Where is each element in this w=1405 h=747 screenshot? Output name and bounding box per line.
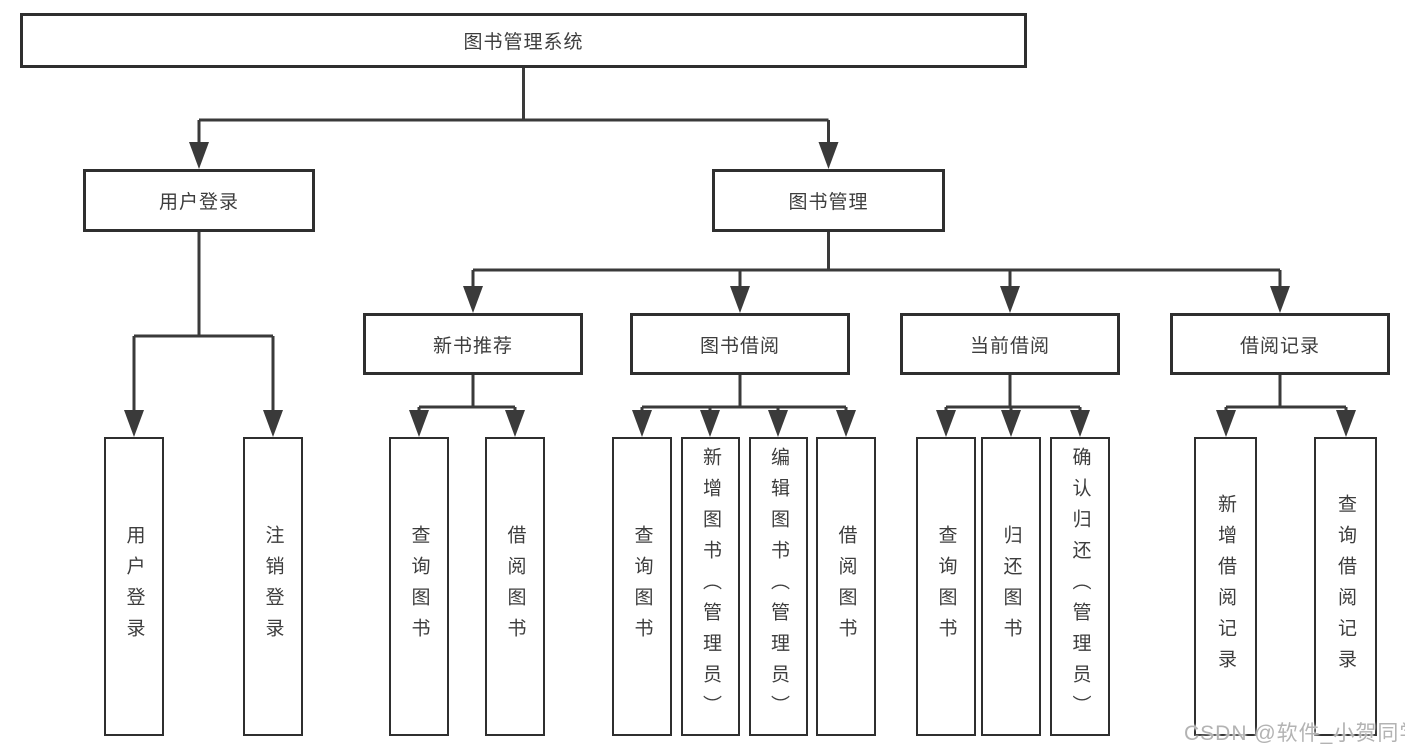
leaf-label: 新增图书（管理员）: [700, 447, 721, 726]
node-book-management: 图书管理: [712, 169, 945, 232]
leaf-logout: 注销登录: [243, 437, 303, 736]
connector-paths: [132, 68, 1348, 416]
leaf-edit-book-admin: 编辑图书（管理员）: [749, 437, 808, 736]
arrowhead-icon: [409, 410, 429, 437]
connector-book-management-to-children: [471, 232, 1282, 292]
arrowhead-icon: [1336, 410, 1356, 437]
arrowheads: [124, 142, 1356, 437]
arrowhead-icon: [124, 410, 144, 437]
node-current-borrow: 当前借阅: [900, 313, 1120, 375]
arrowhead-icon: [1001, 410, 1021, 437]
leaf-query-books-1: 查询图书: [389, 437, 449, 736]
leaf-add-book-admin: 新增图书（管理员）: [681, 437, 740, 736]
connector-book-borrow-to-children: [640, 375, 848, 416]
leaf-label: 借阅图书: [504, 524, 526, 649]
node-book-borrow: 图书借阅: [630, 313, 850, 375]
arrowhead-icon: [263, 410, 283, 437]
leaf-user-login: 用户登录: [104, 437, 164, 736]
leaf-label: 编辑图书（管理员）: [768, 447, 789, 726]
arrowhead-icon: [768, 410, 788, 437]
node-borrow-records: 借阅记录: [1170, 313, 1390, 375]
arrowhead-icon: [1000, 286, 1020, 313]
leaf-confirm-return-admin: 确认归还（管理员）: [1050, 437, 1110, 736]
leaf-label: 用户登录: [123, 524, 145, 649]
arrowhead-icon: [632, 410, 652, 437]
node-user-login: 用户登录: [83, 169, 315, 232]
leaf-label: 查询图书: [935, 524, 957, 649]
leaf-label: 新增借阅记录: [1215, 493, 1236, 680]
node-new-book-recommend: 新书推荐: [363, 313, 583, 375]
leaf-label: 查询图书: [631, 524, 653, 649]
connector-new-book-to-children: [417, 375, 517, 416]
arrowhead-icon: [189, 142, 209, 169]
arrowhead-icon: [1070, 410, 1090, 437]
leaf-label: 注销登录: [262, 524, 284, 649]
arrowhead-icon: [1270, 286, 1290, 313]
leaf-add-borrow-record: 新增借阅记录: [1194, 437, 1257, 736]
leaf-borrow-books-1: 借阅图书: [485, 437, 545, 736]
arrowhead-icon: [836, 410, 856, 437]
arrowhead-icon: [818, 142, 839, 169]
leaf-query-books-3: 查询图书: [916, 437, 976, 736]
leaf-label: 借阅图书: [835, 524, 857, 649]
arrowhead-icon: [700, 410, 720, 437]
leaf-borrow-books-2: 借阅图书: [816, 437, 876, 736]
connector-borrow-records-to-children: [1224, 375, 1348, 416]
leaf-label: 查询借阅记录: [1335, 493, 1356, 680]
node-root-library-system: 图书管理系统: [20, 13, 1027, 68]
leaf-label: 确认归还（管理员）: [1069, 447, 1091, 726]
leaf-label: 查询图书: [408, 524, 430, 649]
connector-root-to-level2: [197, 68, 830, 148]
connector-current-borrow-to-children: [944, 375, 1082, 416]
arrowhead-icon: [1216, 410, 1236, 437]
leaf-query-borrow-record: 查询借阅记录: [1314, 437, 1377, 736]
leaf-return-book: 归还图书: [981, 437, 1041, 736]
leaf-query-books-2: 查询图书: [612, 437, 672, 736]
arrowhead-icon: [505, 410, 525, 437]
watermark-text: CSDN @软件_小贺同学: [1184, 722, 1405, 745]
arrowhead-icon: [730, 286, 750, 313]
arrowhead-icon: [936, 410, 956, 437]
leaf-label: 归还图书: [1000, 524, 1022, 649]
connector-user-login-to-children: [132, 232, 275, 416]
arrowhead-icon: [463, 286, 483, 313]
